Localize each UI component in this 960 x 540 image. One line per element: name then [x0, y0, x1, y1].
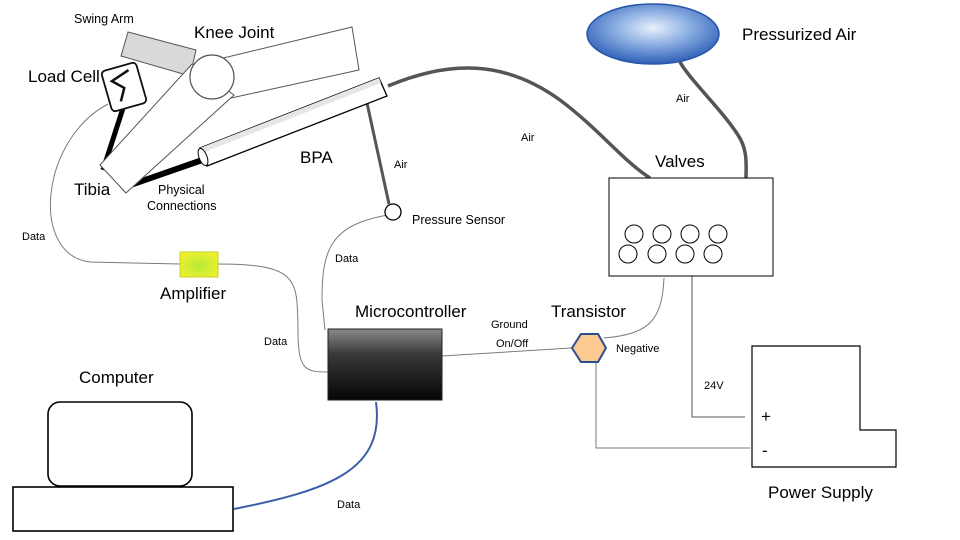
physical-connections-label-line2: Connections: [147, 199, 217, 213]
pressure-sensor: [384, 203, 402, 221]
pressurized-air-tank: [586, 3, 720, 65]
power-supply-label: Power Supply: [768, 483, 873, 502]
microcontroller-box: [327, 328, 443, 401]
computer-base: [12, 486, 234, 532]
amplifier-box: [179, 251, 219, 278]
data-sensor-label: Data: [335, 253, 359, 265]
valve-port: [652, 224, 672, 244]
pressure-sensor-data-wire: [321, 214, 389, 331]
24v-label: 24V: [704, 380, 724, 392]
computer-label: Computer: [79, 368, 154, 387]
air-valves-bpa-label: Air: [521, 132, 535, 144]
amplifier-data-wire: [217, 263, 329, 373]
negative-wire: [595, 360, 750, 449]
valve-port: [680, 224, 700, 244]
pressurized-air-label: Pressurized Air: [742, 25, 857, 44]
power-supply-box: [751, 345, 897, 468]
data-load-cell-label: Data: [22, 231, 46, 243]
air-sensor-label: Air: [394, 159, 408, 171]
valve-port: [675, 244, 695, 264]
air-tube-tank-to-valves: [678, 61, 748, 179]
load-cell-sensor: [100, 61, 148, 113]
computer-monitor: [47, 401, 193, 487]
valve-port: [647, 244, 667, 264]
positive-terminal-label: +: [761, 407, 771, 426]
tibia-label: Tibia: [74, 180, 111, 199]
negative-label: Negative: [616, 343, 659, 355]
air-tank-label: Air: [676, 93, 690, 105]
microcontroller-label: Microcontroller: [355, 302, 467, 321]
knee-joint-label: Knee Joint: [194, 23, 275, 42]
ground-label: Ground: [491, 319, 528, 331]
load-cell-data-wire: [49, 103, 181, 265]
pressure-sensor-label: Pressure Sensor: [412, 213, 505, 227]
computer-data-cable: [233, 401, 378, 510]
amplifier-label: Amplifier: [160, 284, 226, 303]
valve-port: [708, 224, 728, 244]
valve-port: [703, 244, 723, 264]
bpa-label: BPA: [300, 148, 333, 167]
valves-label: Valves: [655, 152, 705, 171]
on-off-wire: [441, 347, 572, 357]
ground-wire: [603, 277, 665, 339]
physical-connections-label-line1: Physical: [158, 183, 205, 197]
data-amplifier-label: Data: [264, 336, 288, 348]
valve-ports: [618, 224, 728, 264]
transistor-label: Transistor: [551, 302, 626, 321]
load-cell-label: Load Cell: [28, 67, 100, 86]
valve-port: [618, 244, 638, 264]
knee-joint: [189, 54, 235, 100]
air-tube-valves-to-bpa: [387, 66, 651, 180]
data-computer-label: Data: [337, 499, 361, 511]
valve-port: [624, 224, 644, 244]
on-off-label: On/Off: [496, 338, 529, 350]
transistor-hexagon: [570, 333, 608, 363]
negative-terminal-label: -: [762, 441, 768, 460]
air-tube-bpa-to-sensor: [365, 102, 391, 205]
24v-wire: [691, 276, 745, 418]
swing-arm-label: Swing Arm: [74, 12, 134, 26]
bpa-actuator: [197, 77, 388, 167]
